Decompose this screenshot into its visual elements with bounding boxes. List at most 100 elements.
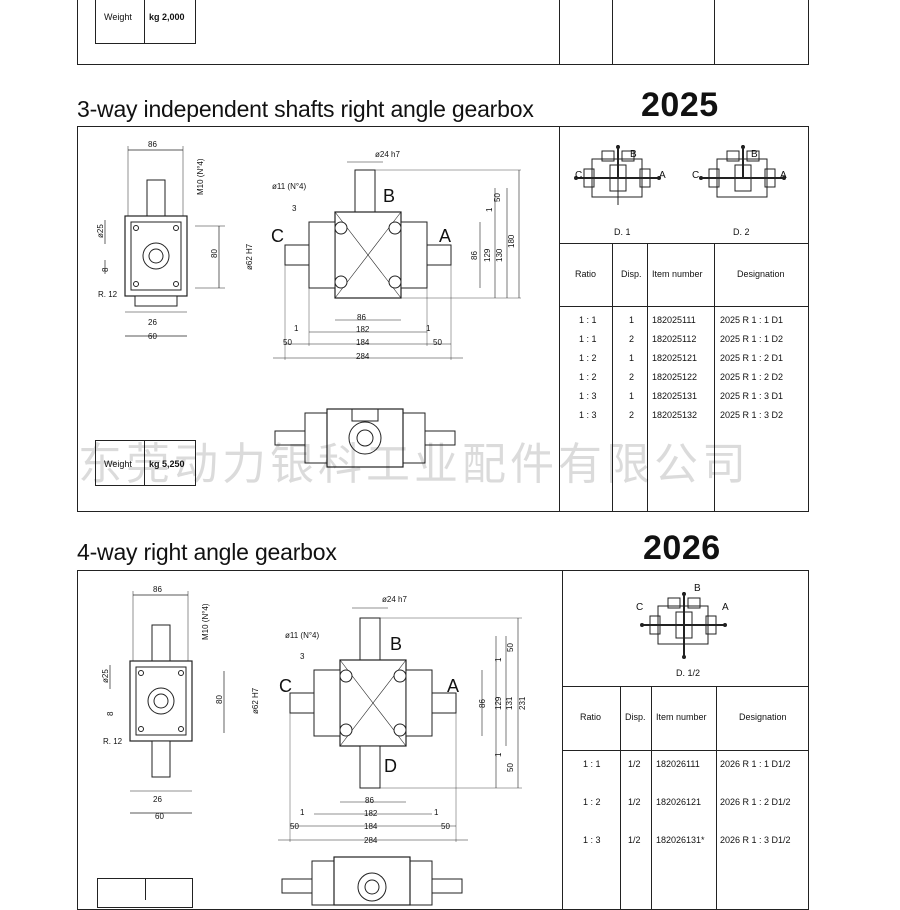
- bottom-view-2026-drawing: [281, 856, 463, 906]
- table-2026-header-designation: Designation: [739, 712, 787, 722]
- dim-2025-m10: M10 (N°4): [196, 158, 205, 195]
- disp-2026-a-label: A: [722, 602, 729, 613]
- disp-2025-d2-b-label: B: [751, 149, 758, 160]
- dim-2025-b50b: 50: [433, 338, 442, 347]
- section-2026-model: 2026: [643, 529, 721, 567]
- dim-2026-b1b: 1: [434, 808, 439, 817]
- top-weight-box: [95, 0, 196, 44]
- section-2026-title: 4-way right angle gearbox: [77, 539, 337, 565]
- dim-2026-b284: 284: [364, 836, 378, 845]
- front-2025-b-label: B: [383, 186, 396, 206]
- disposition-2025-d2-diagram: [699, 145, 786, 198]
- table-2026-row-ratio: 1 : 1: [583, 759, 601, 769]
- side-view-2025-drawing: [104, 146, 225, 337]
- section-2025-title: 3-way independent shafts right angle gea…: [77, 96, 534, 122]
- front-view-2026-drawing: [278, 607, 522, 842]
- front-view-2025-drawing: [273, 161, 521, 360]
- dim-2026-80: 80: [215, 695, 224, 704]
- table-2025-row-designation: 2025 R 1 : 1 D1: [720, 315, 784, 325]
- disposition-2026-diagram: [640, 592, 727, 659]
- dim-2026-b1a: 1: [300, 808, 305, 817]
- dim-2026-m10: M10 (N°4): [201, 603, 210, 640]
- dim-2025-b1a: 1: [294, 324, 299, 333]
- table-2026-row-item: 182026111: [656, 759, 700, 769]
- disp-2026-b-label: B: [694, 583, 701, 594]
- table-2026-header-ratio: Ratio: [580, 712, 602, 722]
- table-2025-row-disp: 1: [629, 315, 635, 325]
- dim-2026-d3: 3: [300, 652, 305, 661]
- front-2026-b-label: B: [390, 634, 403, 654]
- table-2026-row-ratio: 1 : 3: [583, 835, 601, 845]
- dim-2026-h131: 131: [505, 696, 514, 710]
- top-weight-label: Weight: [104, 12, 132, 22]
- dim-2025-b184: 184: [356, 338, 370, 347]
- table-2026-row-disp: 1/2: [628, 759, 641, 769]
- dim-2026-26: 26: [153, 795, 162, 804]
- dim-2026-h50a: 50: [506, 643, 515, 652]
- weight-2025-value: kg 5,250: [149, 459, 185, 469]
- front-2026-d-label: D: [384, 756, 397, 776]
- table-2025-row-item: 182025131: [652, 391, 698, 401]
- weight-2025-box: [95, 440, 196, 486]
- dim-2025-d8: 8: [101, 267, 110, 272]
- table-2025-row-designation: 2025 R 1 : 1 D2: [720, 334, 784, 344]
- table-2025-header-item: Item number: [652, 269, 703, 279]
- top-section-frame: [77, 0, 809, 65]
- table-2025-row-ratio: 1 : 1: [579, 315, 597, 325]
- dim-2025-d3: 3: [292, 204, 297, 213]
- dim-2025-b284: 284: [356, 352, 370, 361]
- dim-2026-d8: 8: [106, 711, 115, 716]
- section-2025-model: 2025: [641, 86, 719, 124]
- dim-2025-h86: 86: [470, 251, 479, 260]
- table-2025-row-ratio: 1 : 1: [579, 334, 597, 344]
- dim-2025-60: 60: [148, 332, 157, 341]
- dim-2026-b184: 184: [364, 822, 378, 831]
- table-2025-row-disp: 1: [629, 391, 635, 401]
- front-2025-c-label: C: [271, 226, 284, 246]
- disposition-2025-d1-diagram: [574, 145, 661, 205]
- dim-2025-d25: ø25: [96, 224, 105, 238]
- table-2025-row-item: 182025112: [652, 334, 697, 344]
- table-2025-row-item: 182025132: [652, 410, 698, 420]
- dim-2025-b86: 86: [357, 313, 366, 322]
- dim-2025-d24: ø24 h7: [375, 150, 400, 159]
- front-2026-a-label: A: [447, 676, 460, 696]
- disp-2025-a-label: A: [659, 170, 666, 181]
- watermark-text: 东莞动力银科工业配件有限公司: [78, 439, 750, 490]
- dim-2026-b50a: 50: [290, 822, 299, 831]
- table-2026-header-item: Item number: [656, 712, 707, 722]
- dim-2025-d62: ø62 H7: [245, 243, 254, 270]
- dim-2026-b50b: 50: [441, 822, 450, 831]
- disp-2025-c-label: C: [575, 170, 583, 181]
- table-2025-row-ratio: 1 : 2: [579, 353, 597, 363]
- dim-2025-r12: R. 12: [98, 290, 118, 299]
- dim-2026-d11: ø11 (N°4): [285, 631, 320, 640]
- table-2025-row-designation: 2025 R 1 : 3 D2: [720, 410, 784, 420]
- dim-2025-d11: ø11 (N°4): [272, 182, 307, 191]
- table-2025-row-designation: 2025 R 1 : 3 D1: [720, 391, 784, 401]
- dim-2025-b50a: 50: [283, 338, 292, 347]
- table-2025-row-disp: 1: [629, 353, 635, 363]
- table-2026-header-disp: Disp.: [625, 712, 646, 722]
- table-2025-row-ratio: 1 : 3: [579, 391, 597, 401]
- dim-2025-h1: 1: [485, 207, 494, 212]
- dim-2026-d62: ø62 H7: [251, 687, 260, 714]
- table-2026-row-disp: 1/2: [628, 797, 641, 807]
- dim-2026-r12: R. 12: [103, 737, 123, 746]
- table-2026-row-designation: 2026 R 1 : 1 D1/2: [720, 759, 791, 769]
- dim-2025-h50: 50: [493, 193, 502, 202]
- disp-2025-d2-label: D. 2: [733, 227, 750, 237]
- dim-2026-b182: 182: [364, 809, 378, 818]
- table-2025-row-item: 182025111: [652, 315, 696, 325]
- dim-2025-h130: 130: [495, 248, 504, 262]
- disp-2025-b-label: B: [630, 149, 637, 160]
- disp-2025-d1-label: D. 1: [614, 227, 631, 237]
- dim-2026-h231: 231: [518, 696, 527, 710]
- section-2025-frame: [77, 126, 809, 512]
- table-2025-row-ratio: 1 : 3: [579, 410, 597, 420]
- dim-2026-86-top: 86: [153, 585, 162, 594]
- dim-2026-b86: 86: [365, 796, 374, 805]
- bottom-view-2025-drawing: [274, 408, 456, 468]
- table-2025-row-item: 182025122: [652, 372, 698, 382]
- table-2025-header-disp: Disp.: [621, 269, 642, 279]
